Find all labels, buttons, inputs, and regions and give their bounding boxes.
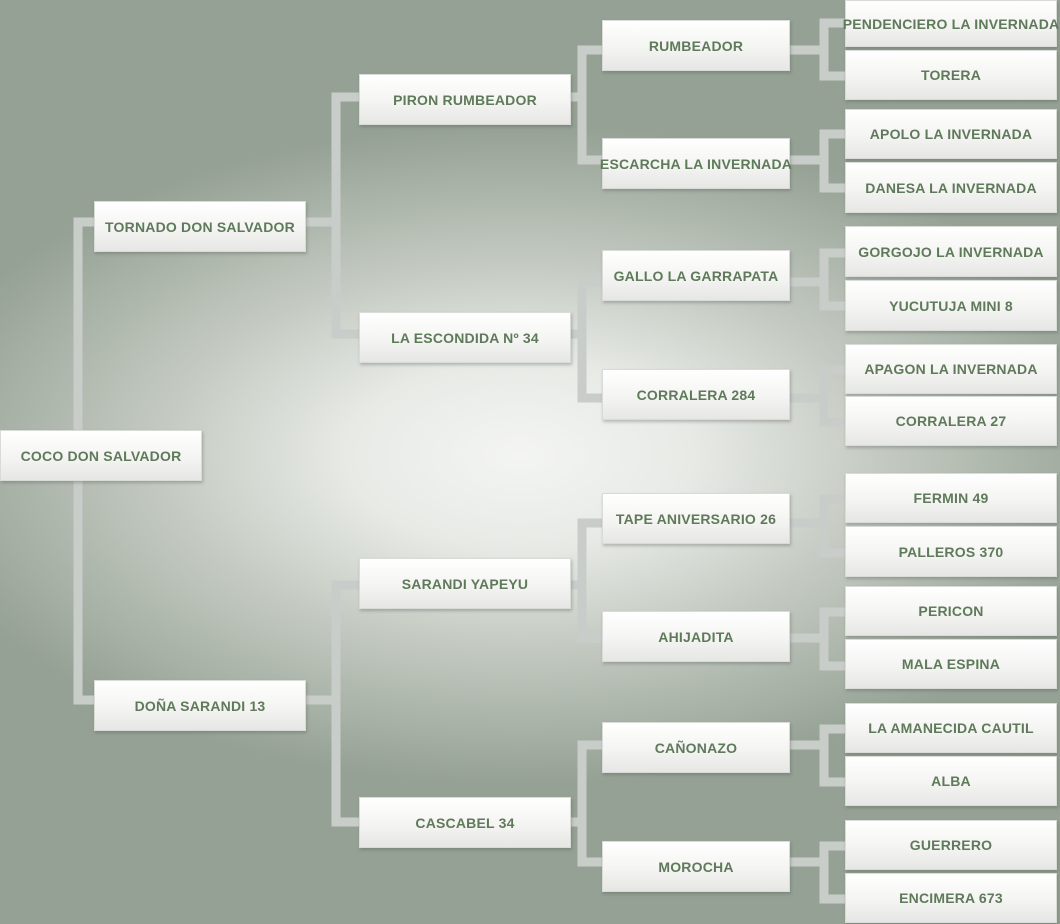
connector-subject-dam [73,481,94,705]
pedigree-ggg-8[interactable]: CORRALERA 27 [845,396,1057,446]
connector-ggp6 [790,607,845,671]
pedigree-ggg-13[interactable]: LA AMANECIDA CAUTIL [845,703,1057,753]
pedigree-great-grandparent-2[interactable]: ESCARCHA LA INVERNADA [600,138,792,189]
pedigree-ggg-4[interactable]: DANESA LA INVERNADA [845,162,1057,213]
pedigree-ggg-10[interactable]: PALLEROS 370 [845,526,1057,577]
pedigree-great-grandparent-7[interactable]: CAÑONAZO [602,722,790,773]
pedigree-ggg-1[interactable]: PENDENCIERO LA INVERNADA [843,0,1059,47]
connector-ggp8 [790,841,845,904]
connector-gp4 [571,740,602,867]
connector-dam-parents [306,580,359,827]
connector-gp3 [571,518,602,643]
pedigree-grandparent-2[interactable]: LA ESCONDIDA Nº 34 [359,312,571,363]
pedigree-grandparent-3[interactable]: SARANDI YAPEYU [359,558,571,609]
pedigree-ggg-16[interactable]: ENCIMERA 673 [845,873,1057,923]
pedigree-ggg-15[interactable]: GUERRERO [845,820,1057,870]
connector-ggp4 [790,365,845,427]
pedigree-grandparent-1[interactable]: PIRON RUMBEADOR [359,74,571,125]
connector-ggp5 [790,494,845,558]
pedigree-ggg-2[interactable]: TORERA [845,50,1057,100]
pedigree-ggg-11[interactable]: PERICON [845,586,1057,636]
pedigree-ggg-9[interactable]: FERMIN 49 [845,473,1057,523]
pedigree-ggg-5[interactable]: GORGOJO LA INVERNADA [845,226,1057,277]
connector-ggp7 [790,724,845,787]
pedigree-great-grandparent-3[interactable]: GALLO LA GARRAPATA [602,250,790,301]
pedigree-ggg-7[interactable]: APAGON LA INVERNADA [845,344,1057,394]
pedigree-ggg-12[interactable]: MALA ESPINA [845,639,1057,689]
connector-ggp2 [790,129,845,193]
pedigree-grandparent-4[interactable]: CASCABEL 34 [359,797,571,848]
pedigree-ggg-14[interactable]: ALBA [845,756,1057,806]
pedigree-great-grandparent-6[interactable]: AHIJADITA [602,611,790,662]
pedigree-dam[interactable]: DOÑA SARANDI 13 [94,680,306,731]
pedigree-great-grandparent-8[interactable]: MOROCHA [602,841,790,892]
pedigree-ggg-6[interactable]: YUCUTUJA MINI 8 [845,280,1057,331]
connector-gp1 [571,45,602,165]
connector-ggp1 [790,18,845,81]
pedigree-great-grandparent-4[interactable]: CORRALERA 284 [602,369,790,420]
connector-ggp3 [790,248,845,311]
pedigree-ggg-3[interactable]: APOLO LA INVERNADA [845,109,1057,159]
connector-subject-sire [73,217,94,430]
pedigree-sire[interactable]: TORNADO DON SALVADOR [94,201,306,252]
connector-gp2 [571,277,602,403]
pedigree-subject[interactable]: COCO DON SALVADOR [0,430,202,481]
connector-sire-parents [306,92,359,339]
pedigree-great-grandparent-5[interactable]: TAPE ANIVERSARIO 26 [602,493,790,544]
pedigree-great-grandparent-1[interactable]: RUMBEADOR [602,20,790,71]
